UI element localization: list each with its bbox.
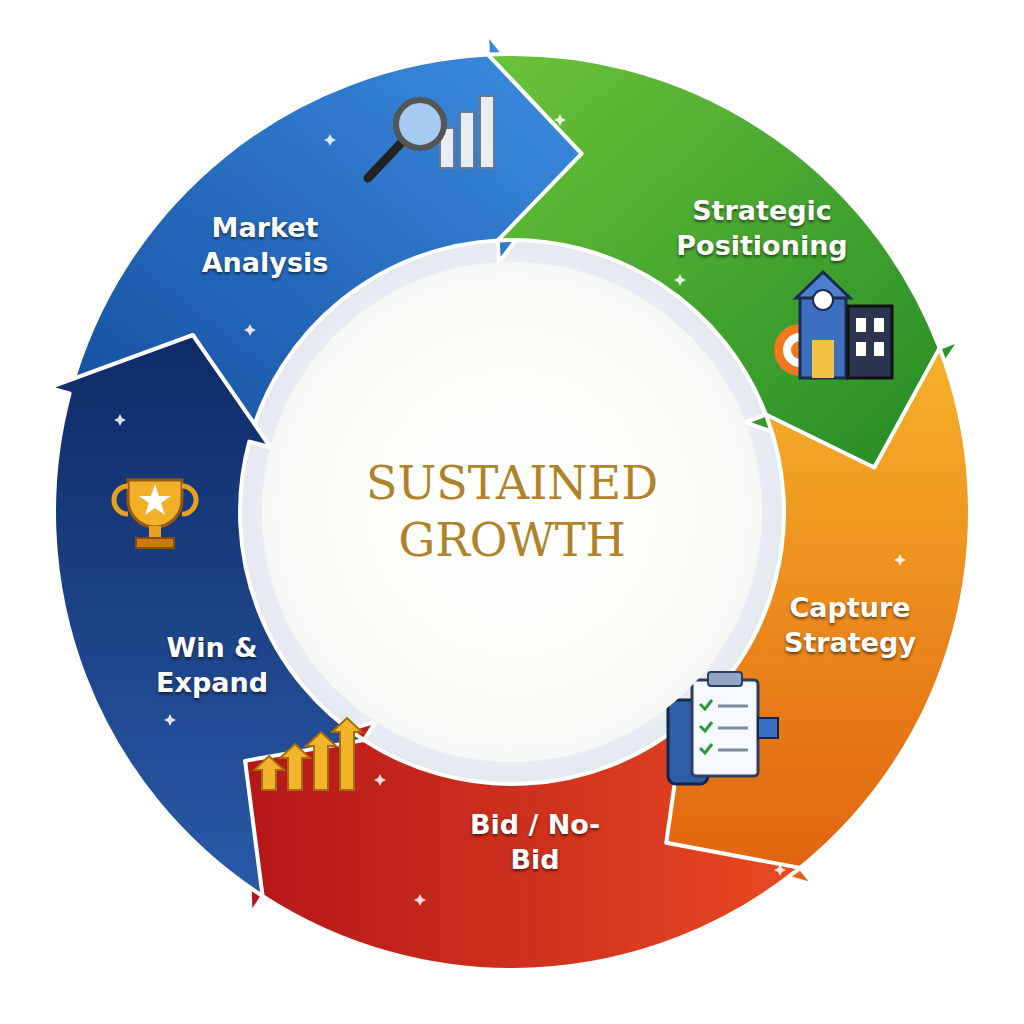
sparkle [414,894,426,906]
stage-name: Bid / No-Bid [450,807,620,877]
segment-label-box: Win & Expand [127,630,297,700]
sparkle [774,864,786,876]
segments [48,33,970,970]
magnifier-chart-icon [368,96,494,178]
stage-name: Market Analysis [170,210,360,280]
center-circle: SUSTAINED GROWTH [262,262,762,762]
segment-label-box: Market Analysis [170,210,360,280]
sparkle [554,114,566,126]
segment-label-box: Strategic Positioning [662,193,862,263]
sparkle [114,414,126,426]
sparkle [164,714,176,726]
segment-label-box: Capture Strategy [760,590,940,660]
center-title: SUSTAINED GROWTH [347,455,677,570]
segment-label-box: Bid / No-Bid [450,807,620,877]
center-ground [240,240,784,784]
stage-name: Capture Strategy [760,590,940,660]
stage-name: Strategic Positioning [662,193,862,263]
building-target-icon [774,272,892,378]
trophy-icon [114,480,196,548]
stage-name: Win & Expand [127,630,297,700]
sparkle [894,554,906,566]
sparkle [324,134,336,146]
growth-arrows-icon [254,718,362,790]
sparkle [374,774,386,786]
sparkle [674,274,686,286]
sparkle [244,324,256,336]
